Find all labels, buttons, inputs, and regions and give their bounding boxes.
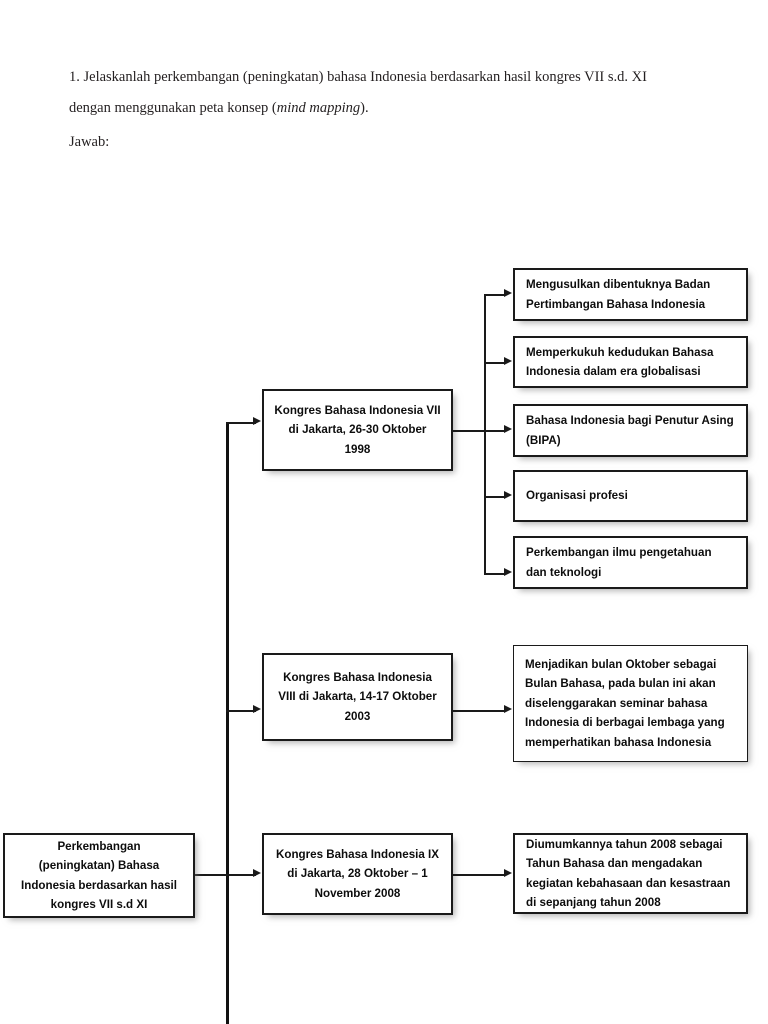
connector-ix-to-child-1 bbox=[453, 874, 506, 876]
node-root-line-4: kongres VII s.d XI bbox=[50, 898, 148, 911]
node-vii-outcome-1[interactable]: Mengusulkan dibentuknya Badan Pertimbang… bbox=[513, 268, 748, 321]
node-kongres-viii-line-3: 2003 bbox=[344, 709, 371, 723]
node-vii-outcome-1-line-1: Mengusulkan dibentuknya Badan bbox=[526, 278, 711, 291]
arrowhead-kongres-ix bbox=[253, 869, 261, 877]
node-root-line-1: Perkembangan bbox=[57, 839, 141, 853]
node-vii-outcome-3[interactable]: Bahasa Indonesia bagi Penutur Asing (BIP… bbox=[513, 404, 748, 457]
node-kongres-ix[interactable]: Kongres Bahasa Indonesia IX di Jakarta, … bbox=[262, 833, 453, 915]
arrowhead-vii-child-2 bbox=[504, 357, 512, 365]
connector-trunk-to-kongres-ix bbox=[226, 874, 256, 876]
answer-label: Jawab: bbox=[69, 134, 110, 150]
arrowhead-viii-child-1 bbox=[504, 705, 512, 713]
node-kongres-vii-line-3: 1998 bbox=[344, 442, 371, 456]
node-ix-outcome-1-line-3: kegiatan kebahasaan dan kesastraan bbox=[526, 876, 731, 890]
node-kongres-ix-line-3: November 2008 bbox=[314, 886, 401, 900]
connector-root-to-trunk bbox=[195, 874, 229, 876]
node-ix-outcome-1-line-1: Diumumkannya tahun 2008 sebagai bbox=[526, 837, 723, 851]
connector-kongres-vii-stem bbox=[453, 430, 485, 432]
arrowhead-vii-child-4 bbox=[504, 491, 512, 499]
connector-main-trunk bbox=[226, 422, 229, 1024]
node-kongres-vii-line-1: Kongres Bahasa Indonesia VII bbox=[274, 403, 441, 417]
connector-vii-to-child-3 bbox=[484, 430, 506, 432]
node-ix-outcome-1-line-4: di sepanjang tahun 2008 bbox=[526, 896, 661, 909]
node-kongres-vii[interactable]: Kongres Bahasa Indonesia VII di Jakarta,… bbox=[262, 389, 453, 471]
node-kongres-viii-line-2: VIII di Jakarta, 14-17 Oktober bbox=[278, 690, 437, 704]
question-line-2: dengan menggunakan peta konsep (mind map… bbox=[69, 93, 709, 124]
arrowhead-vii-child-3 bbox=[504, 425, 512, 433]
question-line-2-suffix: ). bbox=[360, 100, 369, 116]
node-viii-outcome-1-line-1: Menjadikan bulan Oktober sebagai bbox=[525, 657, 717, 671]
node-vii-outcome-1-line-2: Pertimbangan Bahasa Indonesia bbox=[526, 297, 706, 311]
node-root-line-3: Indonesia berdasarkan hasil bbox=[21, 878, 177, 892]
node-vii-outcome-3-line-1: Bahasa Indonesia bagi Penutur Asing bbox=[526, 414, 734, 427]
question-paragraph: 1. Jelaskanlah perkembangan (peningkatan… bbox=[69, 62, 709, 124]
arrowhead-kongres-vii bbox=[253, 417, 261, 425]
connector-vii-to-child-4 bbox=[484, 496, 506, 498]
connector-vii-to-child-1 bbox=[484, 294, 506, 296]
arrowhead-vii-child-1 bbox=[504, 289, 512, 297]
node-kongres-viii[interactable]: Kongres Bahasa Indonesia VIII di Jakarta… bbox=[262, 653, 453, 741]
node-root-line-2: (peningkatan) Bahasa bbox=[38, 859, 160, 872]
node-vii-outcome-4[interactable]: Organisasi profesi bbox=[513, 470, 748, 522]
node-vii-outcome-5[interactable]: Perkembangan ilmu pengetahuan dan teknol… bbox=[513, 536, 748, 589]
connector-trunk-to-kongres-vii bbox=[226, 422, 256, 424]
node-kongres-vii-line-2: di Jakarta, 26-30 Oktober bbox=[288, 423, 427, 437]
node-ix-outcome-1[interactable]: Diumumkannya tahun 2008 sebagai Tahun Ba… bbox=[513, 833, 748, 914]
node-kongres-ix-line-1: Kongres Bahasa Indonesia IX bbox=[275, 847, 439, 861]
connector-vii-to-child-2 bbox=[484, 362, 506, 364]
arrowhead-kongres-viii bbox=[253, 705, 261, 713]
node-viii-outcome-1[interactable]: Menjadikan bulan Oktober sebagai Bulan B… bbox=[513, 645, 748, 762]
question-line-2-prefix: dengan menggunakan peta konsep ( bbox=[69, 100, 277, 116]
connector-kongres-vii-spine bbox=[484, 294, 486, 574]
node-vii-outcome-2-line-2: Indonesia dalam era globalisasi bbox=[526, 365, 701, 378]
connector-vii-to-child-5 bbox=[484, 573, 506, 575]
node-viii-outcome-1-line-3: diselenggarakan seminar bahasa bbox=[525, 696, 708, 710]
connector-trunk-to-kongres-viii bbox=[226, 710, 256, 712]
question-line-2-italic: mind mapping bbox=[276, 100, 361, 116]
node-kongres-ix-line-2: di Jakarta, 28 Oktober – 1 bbox=[287, 867, 428, 881]
node-vii-outcome-2[interactable]: Memperkukuh kedudukan Bahasa Indonesia d… bbox=[513, 336, 748, 388]
arrowhead-vii-child-5 bbox=[504, 568, 512, 576]
node-vii-outcome-4-line-1: Organisasi profesi bbox=[526, 489, 628, 503]
question-line-1: 1. Jelaskanlah perkembangan (peningkatan… bbox=[69, 69, 647, 85]
node-viii-outcome-1-line-2: Bulan Bahasa, pada bulan ini akan bbox=[525, 677, 716, 691]
node-kongres-viii-line-1: Kongres Bahasa Indonesia bbox=[283, 670, 432, 684]
node-vii-outcome-5-line-2: dan teknologi bbox=[526, 565, 602, 579]
connector-viii-to-child-1 bbox=[453, 710, 506, 712]
node-viii-outcome-1-line-5: memperhatikan bahasa Indonesia bbox=[525, 735, 712, 749]
node-ix-outcome-1-line-2: Tahun Bahasa dan mengadakan bbox=[526, 857, 703, 870]
node-viii-outcome-1-line-4: Indonesia di berbagai lembaga yang bbox=[525, 716, 725, 730]
node-vii-outcome-3-line-2: (BIPA) bbox=[526, 433, 561, 447]
arrowhead-ix-child-1 bbox=[504, 869, 512, 877]
node-vii-outcome-5-line-1: Perkembangan ilmu pengetahuan bbox=[526, 546, 712, 559]
node-root[interactable]: Perkembangan (peningkatan) Bahasa Indone… bbox=[3, 833, 195, 918]
node-vii-outcome-2-line-1: Memperkukuh kedudukan Bahasa bbox=[526, 345, 714, 359]
